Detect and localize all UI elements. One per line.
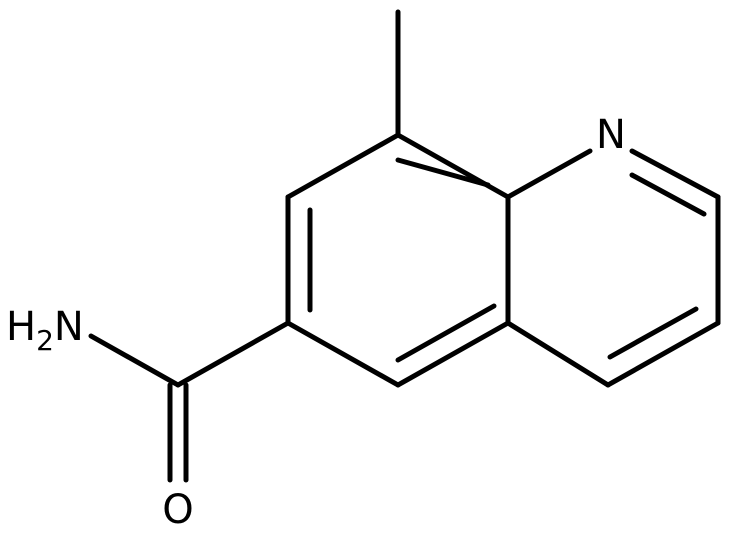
amide-nitrogen-label: H2N (6, 304, 84, 357)
bond-c6-c5 (285, 320, 401, 388)
bond-c5-c4a (395, 320, 511, 388)
bond-n1-c2-inner (629, 172, 707, 217)
bond-c4-c4a (505, 320, 611, 388)
bond-c8a-c8-inner (395, 157, 491, 188)
amide-nitrogen-symbol: N (54, 304, 84, 350)
bond-c3-c4 (605, 320, 721, 388)
amide-hydrogen-subscript: 2 (36, 324, 54, 357)
bond-c8-c7 (285, 132, 401, 200)
bond-c6-carbonyl (175, 320, 291, 388)
carbonyl-oxygen-label: O (162, 487, 193, 533)
amide-hydrogen-label: H (6, 304, 36, 350)
ring-nitrogen-label: N (596, 112, 626, 158)
bond-n1-c2 (629, 148, 721, 200)
bond-c8a-n1 (505, 148, 593, 200)
bond-c3-c4-inner (607, 306, 699, 360)
bond-c5-c4a-inner (395, 303, 497, 363)
bond-carbonyl-nh2 (88, 333, 181, 388)
